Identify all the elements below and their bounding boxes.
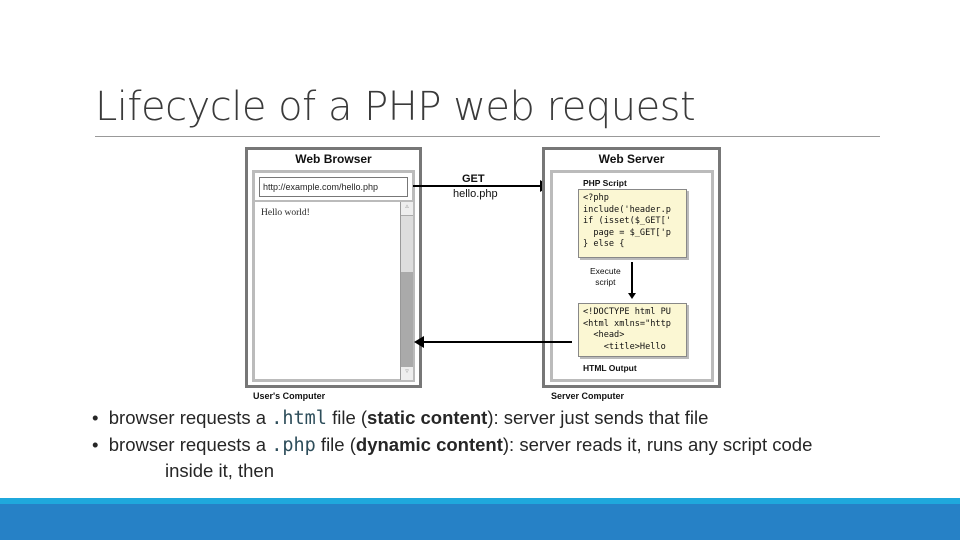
bullet-icon: • xyxy=(92,434,109,455)
title-divider xyxy=(95,136,880,137)
execute-arrow xyxy=(631,262,633,294)
bullet-1: • browser requests a .html file (static … xyxy=(92,407,709,429)
request-file: hello.php xyxy=(453,188,498,200)
bullet-2: • browser requests a .php file (dynamic … xyxy=(92,434,813,456)
scroll-down-icon[interactable]: ▿ xyxy=(401,367,413,380)
scrollbar[interactable]: ▵ ▿ xyxy=(400,202,413,380)
html-output-label: HTML Output xyxy=(583,363,637,373)
response-arrow xyxy=(422,341,572,343)
page-title: Lifecycle of a PHP web request xyxy=(95,84,696,130)
html-output-box: <!DOCTYPE html PU <html xmlns="http <hea… xyxy=(578,303,687,357)
execute-label: Execute script xyxy=(590,266,621,287)
scroll-thumb[interactable] xyxy=(401,216,413,272)
php-script-label: PHP Script xyxy=(583,178,627,188)
address-bar: http://example.com/hello.php xyxy=(259,177,408,197)
execute-arrowhead-icon xyxy=(628,293,636,299)
page-content: Hello world! xyxy=(261,208,310,218)
browser-window xyxy=(252,170,415,382)
scroll-up-icon[interactable]: ▵ xyxy=(401,202,413,215)
diagram: Web Browser http://example.com/hello.php… xyxy=(245,147,721,401)
bullet-2-continuation: inside it, then xyxy=(165,460,275,481)
web-browser-title: Web Browser xyxy=(295,152,372,166)
php-code-box: <?php include('header.p if (isset($_GET[… xyxy=(578,189,687,258)
users-computer-label: User's Computer xyxy=(253,391,326,401)
server-computer-label: Server Computer xyxy=(551,391,625,401)
browser-content-divider xyxy=(255,200,412,202)
request-method: GET xyxy=(462,173,485,185)
footer-bar xyxy=(0,504,960,540)
request-arrow xyxy=(413,185,543,187)
response-arrowhead-icon xyxy=(414,336,424,348)
footer-stripe xyxy=(0,498,960,504)
bullet-icon: • xyxy=(92,407,109,428)
web-server-title: Web Server xyxy=(598,152,665,166)
